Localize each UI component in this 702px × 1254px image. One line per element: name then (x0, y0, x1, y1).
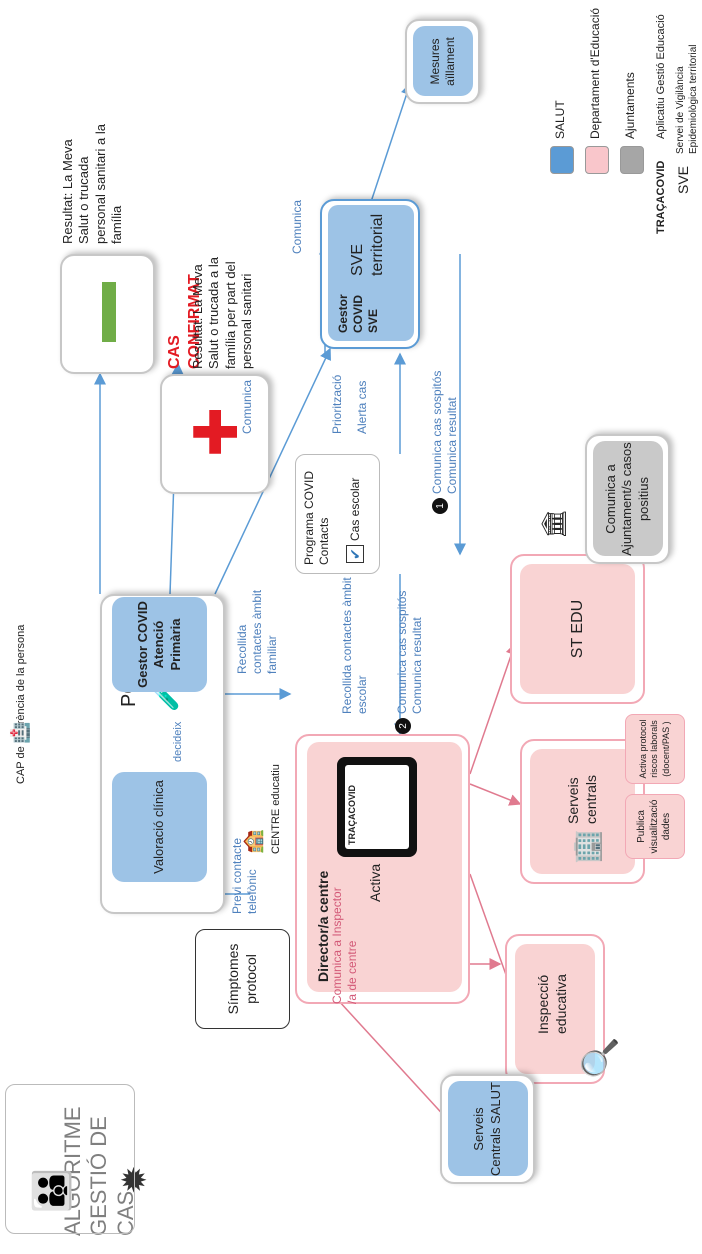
tablet-icon: TRAÇACOVID (337, 757, 417, 857)
activa-protocol-box: Activa protocol riscos laborals (docent/… (625, 714, 685, 784)
cap-container: Valoració clínica decideix PCR 🧪 Gestor … (100, 594, 225, 914)
publica-box: Publica visualització dades (625, 794, 685, 859)
cap-label: CAP de referència de la persona (15, 624, 27, 784)
resultat-negatiu-text: Resultat: La Meva Salut o trucada person… (60, 124, 124, 244)
legend-educacio-swatch (585, 146, 609, 174)
recollida-escolar-label: Recollida contactes àmbit escolar (340, 577, 369, 714)
legend-ajuntament-label: Ajuntaments (623, 72, 637, 139)
hospital-icon: 🏥 (10, 721, 30, 744)
sve-territorial-label: SVE territorial (349, 213, 386, 276)
ajuntament-box: Comunica a Ajuntament/s casos positius (592, 441, 663, 557)
publica-label: Publica visualització dades (636, 799, 673, 854)
st-edu-container: ST EDU (510, 554, 645, 704)
sve-container: Gestor COVID SVE SVE territorial (320, 199, 420, 349)
recollida-familiar-label: Recollida contactes àmbit familiar (235, 589, 279, 674)
valoracio-label: Valoració clínica (151, 780, 167, 874)
centre-container: Director/a centre Activa TRAÇACOVID (295, 734, 470, 1004)
people-icon: 👪 (31, 1162, 72, 1213)
legend-sve-key: SVE (675, 165, 691, 194)
negatiu-box (60, 254, 155, 374)
mesures-label: Mesures aïllament (427, 37, 457, 86)
legend-salut-swatch (550, 146, 574, 174)
cas-escolar-label: Cas escolar (348, 477, 362, 541)
sve-inner: Gestor COVID SVE SVE territorial (328, 205, 414, 341)
prioritzacio-label: Priorització (330, 374, 344, 434)
mesures-container: Mesures aïllament (405, 19, 480, 104)
legend-tracacovid-key: TRAÇACOVID (655, 160, 667, 234)
ajuntament-container: Comunica a Ajuntament/s casos positius (585, 434, 670, 564)
negatiu-bar-icon (102, 282, 116, 342)
inspeccio-label: Inspecció educativa (535, 974, 569, 1034)
simptomes-label: Símptomes protocol (225, 943, 259, 1015)
alerta-label: Alerta cas (355, 380, 369, 434)
serveis-salut-box: Serveis Centrals SALUT (447, 1081, 528, 1177)
gestor-sve-label: Gestor COVID SVE (336, 294, 380, 333)
ajuntament-label: Comunica a Ajuntament/s casos positius (603, 442, 651, 556)
arrow-st-edu (469, 642, 518, 775)
arrow-mesures (366, 82, 413, 215)
serveis-centrals-box: Serveis centrals 🏢 (530, 749, 635, 874)
townhall-icon: 🏛 (541, 508, 568, 539)
activa-protocol-label: Activa protocol riscos laborals (docent/… (638, 719, 671, 779)
badge-2: 2 (395, 718, 411, 734)
mesures-box: Mesures aïllament (412, 26, 473, 97)
st-edu-box: ST EDU (520, 564, 635, 694)
school-icon: 🏫 (242, 829, 264, 854)
valoracio-box: Valoració clínica (112, 772, 207, 882)
programa-box: Programa COVID Contacts ✔ Cas escolar (295, 454, 380, 574)
arrow-comunica-sve (214, 347, 331, 595)
comunica-label-a: Comunica (240, 379, 254, 434)
legend-educacio-label: Departament d'Educació (588, 7, 602, 139)
legend-salut-label: SALUT (553, 100, 567, 139)
badge-1: 1 (432, 498, 448, 514)
red-cross-icon: ✚ (183, 406, 250, 457)
arrow-serveis-centrals (469, 783, 522, 806)
decideix-label: decideix (172, 721, 184, 762)
programa-label: Programa COVID Contacts (302, 470, 331, 565)
magnifier-icon: 🔍 (581, 1036, 619, 1079)
people-group: 👪 (5, 1084, 135, 1234)
legend-sve-label: Servei de Vigilància Epidemiològica terr… (675, 44, 699, 155)
resultat-positiu-text: Resultat: La Meva Salut o trucada a la f… (190, 256, 254, 369)
checkbox-icon: ✔ (346, 545, 364, 563)
comunica-resultat-1: Comunica resultat (445, 397, 459, 494)
comunica-inspector-label: Comunica a Inspector /a de centre (330, 887, 359, 1004)
serveis-centrals-label: Serveis centrals (565, 774, 599, 824)
legend-ajuntament-swatch (620, 146, 644, 174)
comunica-sospitos-1: Comunica cas sospitós (430, 370, 444, 494)
building-icon: 🏢 (571, 829, 602, 864)
st-edu-label: ST EDU (568, 599, 586, 659)
centre-label: CENTRE educatiu (270, 764, 282, 854)
simptomes-box: Símptomes protocol (195, 929, 290, 1029)
gestor-ap-label: Gestor COVID Atenció Primària (135, 601, 183, 688)
serveis-salut-label: Serveis Centrals SALUT (471, 1082, 503, 1176)
activa-label: Activa (367, 863, 383, 902)
gestor-ap-box: Gestor COVID Atenció Primària (112, 597, 207, 692)
comunica-sospitos-2: Comunica cas sospitós (395, 590, 409, 714)
comunica-label-b: Comunica (290, 199, 304, 254)
comunica-resultat-2: Comunica resultat (410, 617, 424, 714)
legend-tracacovid-label: Aplicatiu Gestió Educació (655, 14, 667, 139)
serveis-salut-container: Serveis Centrals SALUT (440, 1074, 535, 1184)
tracacovid-label: TRAÇACOVID (347, 785, 357, 845)
